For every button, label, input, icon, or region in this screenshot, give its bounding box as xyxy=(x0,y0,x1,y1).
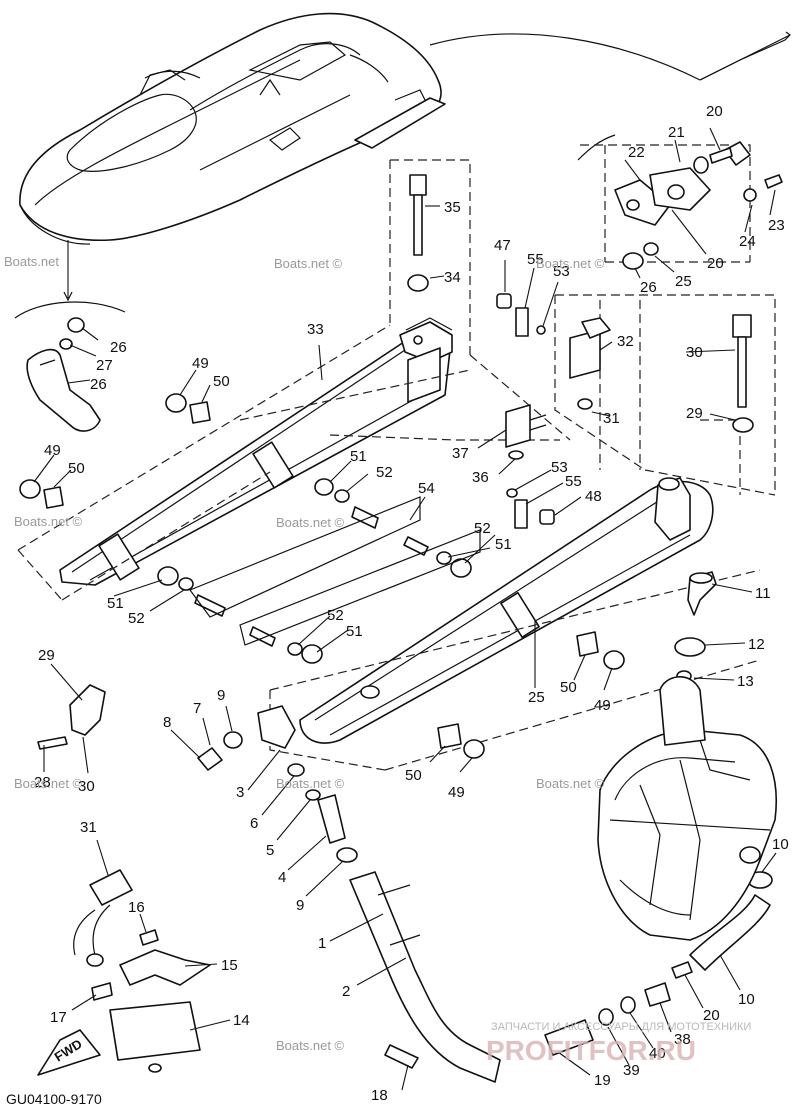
callout-55: 55 xyxy=(527,251,544,268)
callout-49d: 49 xyxy=(448,784,465,801)
callout-24: 22 xyxy=(628,144,645,161)
callout-33: 39 xyxy=(623,1062,640,1079)
callout-6: 6 xyxy=(250,815,258,832)
callout-49b: 49 xyxy=(44,442,61,459)
callout-19: 18 xyxy=(371,1087,388,1104)
callout-20: 19 xyxy=(594,1072,611,1089)
callout-49: 49 xyxy=(192,355,209,372)
jet-pump-housing xyxy=(597,676,778,941)
callout-25: 23 xyxy=(768,217,785,234)
callout-29: 28 xyxy=(34,774,51,791)
watermark-1: Boats.net xyxy=(4,254,59,269)
callout-46: 36 xyxy=(472,469,489,486)
callout-numbers: 35 34 47 55 53 32 31 30 29 33 37 36 53 5… xyxy=(34,103,789,1104)
watermark-9: Boats.net © xyxy=(276,1038,345,1053)
callout-48b: 48 xyxy=(585,488,602,505)
callout-4: 4 xyxy=(278,869,286,886)
callout-52c: 52 xyxy=(128,610,145,627)
callout-52d: 52 xyxy=(327,607,344,624)
callout-8: 8 xyxy=(163,714,171,731)
callout-31: 31 xyxy=(80,819,97,836)
callout-50: 50 xyxy=(213,373,230,390)
callout-35: 26 xyxy=(90,376,107,393)
callout-32: 38 xyxy=(674,1031,691,1048)
callout-41: 31 xyxy=(603,410,620,427)
callout-51c: 51 xyxy=(107,595,124,612)
detail-indicator xyxy=(14,240,126,319)
callout-53b: 53 xyxy=(551,459,568,476)
callout-17: 16 xyxy=(128,899,145,916)
callout-53: 53 xyxy=(553,263,570,280)
watermark-2: Boats.net © xyxy=(274,256,343,271)
callout-55b: 55 xyxy=(565,473,582,490)
callout-36: 26 xyxy=(110,339,127,356)
watermarks: Boats.net Boats.net © Boats.net © Boats.… xyxy=(4,254,605,1053)
watermark-4: Boats.net © xyxy=(14,514,83,529)
fasteners xyxy=(19,141,783,1083)
callout-38: 25 xyxy=(528,689,545,706)
watermark-3: Boats.net © xyxy=(536,256,605,271)
callout-51d: 51 xyxy=(346,623,363,640)
callout-50d: 50 xyxy=(405,767,422,784)
callout-23: 21 xyxy=(668,124,685,141)
callout-45: 35 xyxy=(444,199,461,216)
callout-37: 27 xyxy=(96,357,113,374)
callout-30: 30 xyxy=(78,778,95,795)
watermark-6: Boats.net © xyxy=(14,776,83,791)
callout-10: 10 xyxy=(738,991,755,1008)
callout-20b: 20 xyxy=(703,1007,720,1024)
callout-11: 10 xyxy=(772,836,789,853)
callout-14: 13 xyxy=(737,673,754,690)
callout-9b: 9 xyxy=(296,897,304,914)
watermark-5: Boats.net © xyxy=(276,515,345,530)
callout-34: 40 xyxy=(649,1045,666,1062)
shop-caption: ЗАПЧАСТИ И АКСЕССУАРЫ ДЛЯ МОТОТЕХНИКИ xyxy=(491,1021,751,1033)
callout-51: 51 xyxy=(350,448,367,465)
callout-18: 17 xyxy=(50,1009,67,1026)
shop-url: PROFITFOR.RU xyxy=(486,1035,696,1066)
callout-48: 47 xyxy=(494,237,511,254)
leader-lines xyxy=(33,127,777,1091)
callout-51b: 51 xyxy=(495,536,512,553)
callout-54: 54 xyxy=(418,480,435,497)
callout-9: 9 xyxy=(217,687,225,704)
watermark-8: Boats.net © xyxy=(536,776,605,791)
callout-28: 29 xyxy=(38,647,55,664)
callout-13: 12 xyxy=(748,636,765,653)
diagram-code: GU04100-9170 xyxy=(6,1091,102,1107)
callout-15: 14 xyxy=(233,1012,250,1029)
callout-16: 15 xyxy=(221,957,238,974)
hull-bracket-43 xyxy=(59,317,453,586)
callout-50c: 50 xyxy=(560,679,577,696)
callout-22: 20 xyxy=(706,103,723,120)
callout-39: 29 xyxy=(686,405,703,422)
callout-26: 24 xyxy=(739,233,756,250)
callout-26b: 25 xyxy=(675,273,692,290)
callout-49c: 49 xyxy=(594,697,611,714)
callout-40: 30 xyxy=(686,344,703,361)
shop-overlay: ЗАПЧАСТИ И АКСЕССУАРЫ ДЛЯ МОТОТЕХНИКИ PR… xyxy=(486,1021,751,1066)
callout-27: 26 xyxy=(640,279,657,296)
callout-42: 32 xyxy=(617,333,634,350)
callout-43: 33 xyxy=(307,321,324,338)
callout-3: 3 xyxy=(236,784,244,801)
callout-7: 7 xyxy=(193,700,201,717)
watercraft-illustration xyxy=(19,12,791,245)
callout-47: 37 xyxy=(452,445,469,462)
callout-52b: 52 xyxy=(474,520,491,537)
callout-44: 34 xyxy=(444,269,461,286)
callout-21: 20 xyxy=(707,255,724,272)
callout-52: 52 xyxy=(376,464,393,481)
callout-50b: 50 xyxy=(68,460,85,477)
fwd-direction-arrow: FWD xyxy=(37,1029,101,1076)
watermark-7: Boats.net © xyxy=(276,776,345,791)
callout-12: 11 xyxy=(755,585,771,602)
callout-1: 1 xyxy=(318,935,326,952)
callout-2: 2 xyxy=(342,983,350,1000)
callout-5: 5 xyxy=(266,842,274,859)
